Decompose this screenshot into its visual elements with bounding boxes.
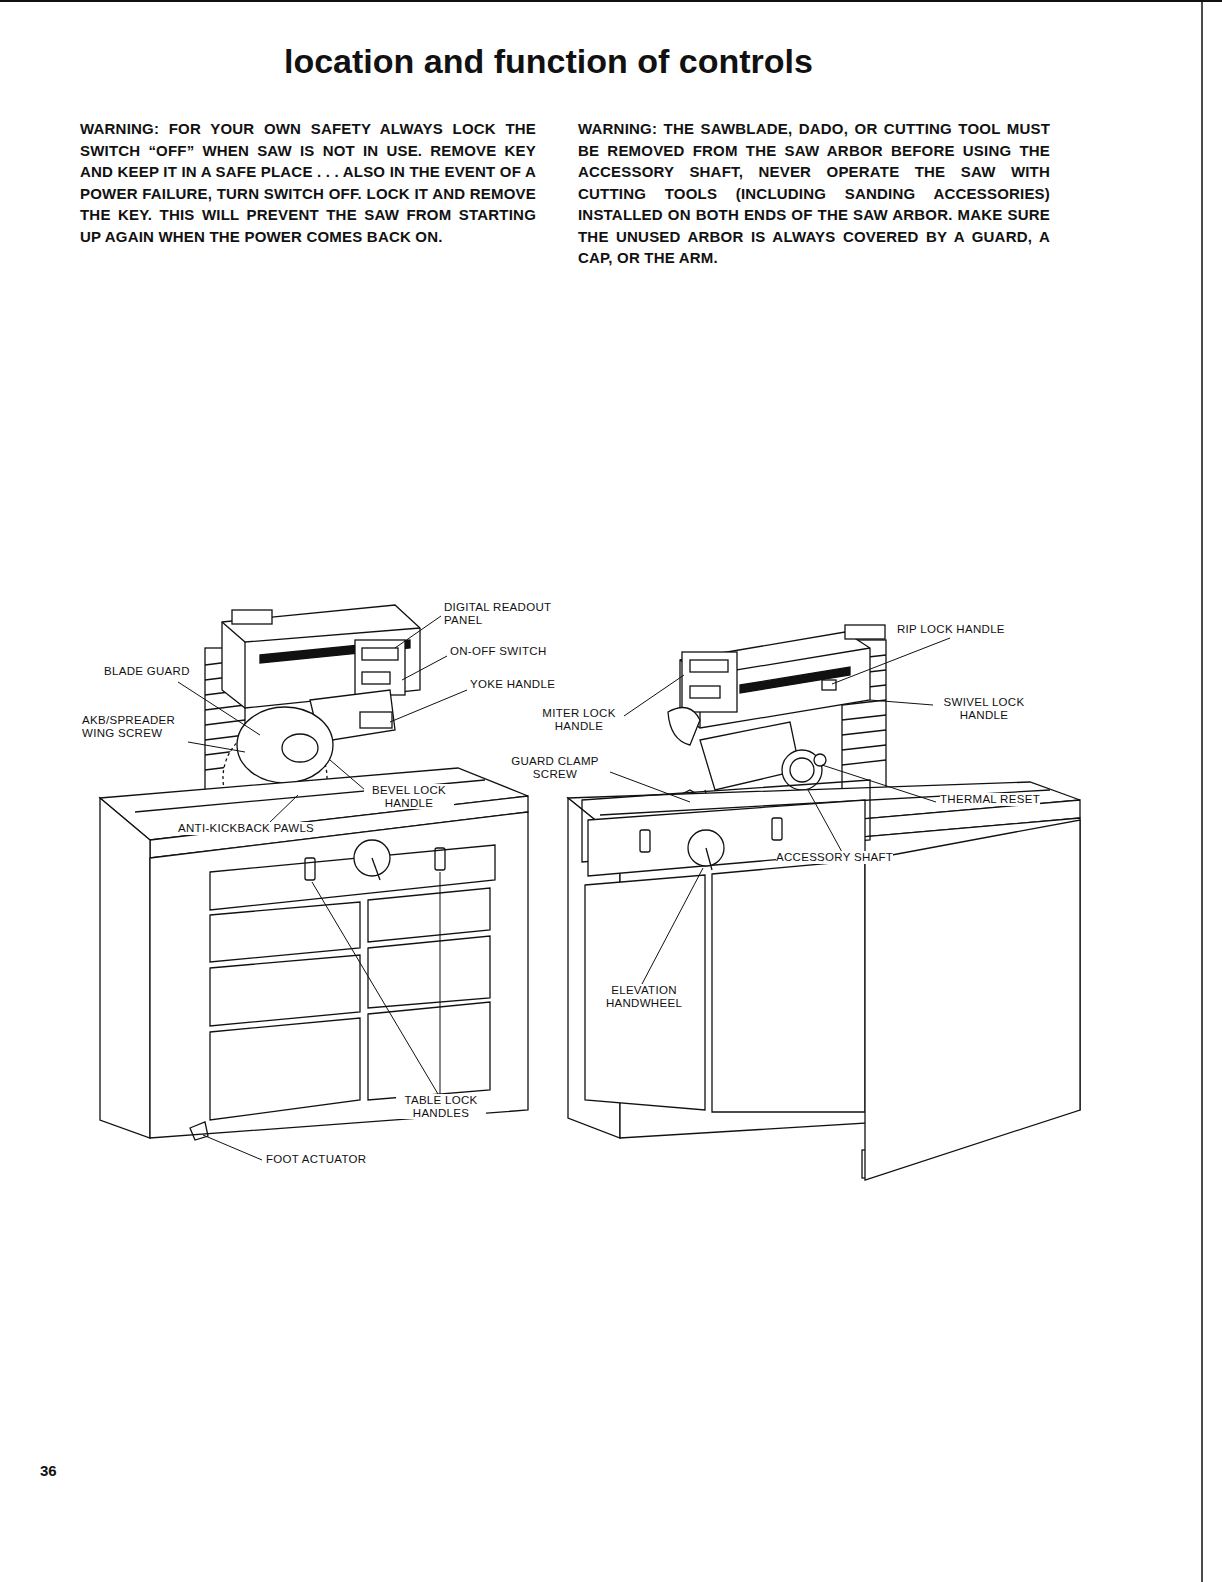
page-number: 36: [40, 1462, 57, 1479]
callout-label: ANTI-KICKBACK PAWLS: [178, 822, 314, 835]
page-border: [1201, 0, 1203, 1582]
callout-label: BLADE GUARD: [104, 665, 190, 678]
warning-text: WARNING: THE SAWBLADE, DADO, OR CUTTING …: [578, 118, 1050, 269]
callout-label: ON-OFF SWITCH: [450, 645, 547, 658]
callout-label: GUARD CLAMP SCREW: [503, 755, 607, 780]
page-border: [0, 0, 1222, 2]
warning-text: WARNING: FOR YOUR OWN SAFETY ALWAYS LOCK…: [80, 118, 536, 247]
callout-label: AKB/SPREADER WING SCREW: [82, 714, 186, 739]
callout-label: THERMAL RESET: [940, 793, 1040, 806]
callout-label: YOKE HANDLE: [470, 678, 555, 691]
callout-label: SWIVEL LOCK HANDLE: [936, 696, 1032, 721]
callout-label: ACCESSORY SHAFT: [776, 851, 893, 864]
callout-label: DIGITAL READOUT PANEL: [444, 601, 562, 626]
leader-lines: [178, 616, 950, 1160]
right-saw: [568, 625, 1080, 1180]
left-saw: [100, 605, 528, 1140]
callout-label: FOOT ACTUATOR: [266, 1153, 366, 1166]
callout-label: BEVEL LOCK HANDLE: [364, 784, 454, 809]
callout-label: TABLE LOCK HANDLES: [396, 1094, 486, 1119]
page-title: location and function of controls: [284, 42, 813, 81]
callout-label: MITER LOCK HANDLE: [536, 707, 622, 732]
callout-label: ELEVATION HANDWHEEL: [596, 984, 692, 1009]
callout-label: RIP LOCK HANDLE: [897, 623, 1005, 636]
